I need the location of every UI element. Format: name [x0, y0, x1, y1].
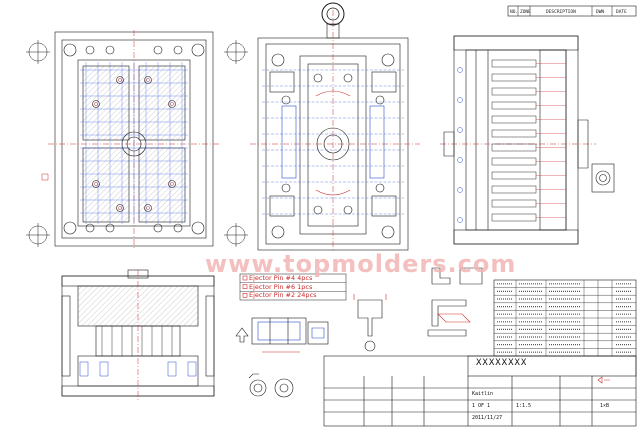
rev-header-description: DESCRIPTION [546, 9, 576, 15]
ejector-legend-row-3: Ejector Pin #2 24pcs [249, 291, 317, 300]
title-block [323, 355, 637, 427]
rev-header-no: NO. [510, 9, 518, 15]
ejector-legend-row-1: Ejector Pin #4 4pcs [249, 274, 313, 282]
sheet-number: 1 OF 1 [472, 403, 491, 409]
rev-header-zone: ZONE [520, 9, 531, 15]
rev-header-date: DATE [616, 9, 627, 15]
core-plate-view [250, 2, 420, 252]
drawing-date: 2011/11/27 [472, 415, 503, 421]
ejector-legend-box [239, 273, 347, 301]
rev-header-dwn: DWN [596, 9, 604, 15]
cavity-bolt-holes [92, 76, 176, 212]
bill-of-materials-table [493, 279, 637, 357]
detail-views [235, 267, 483, 398]
drawing-title: XXXXXXXX [476, 358, 528, 368]
side-section-view [440, 35, 615, 245]
ejector-legend-row-2: Ejector Pin #6 1pcs [249, 282, 313, 291]
watermark-url: www.topmolders.com [205, 250, 517, 278]
sheet-size: 1×B [600, 403, 610, 409]
customer-name: Kaitlin [472, 391, 494, 397]
drawing-scale: 1:1.5 [516, 403, 532, 409]
core-cooling-lines [262, 69, 404, 215]
front-section-details [79, 326, 197, 377]
side-section-details [457, 59, 566, 223]
left-center-mark [26, 40, 248, 247]
front-section-view [61, 269, 215, 402]
revision-block: NO. ZONE DESCRIPTION DWN DATE [507, 5, 637, 17]
cavity-plate-view [48, 30, 220, 248]
